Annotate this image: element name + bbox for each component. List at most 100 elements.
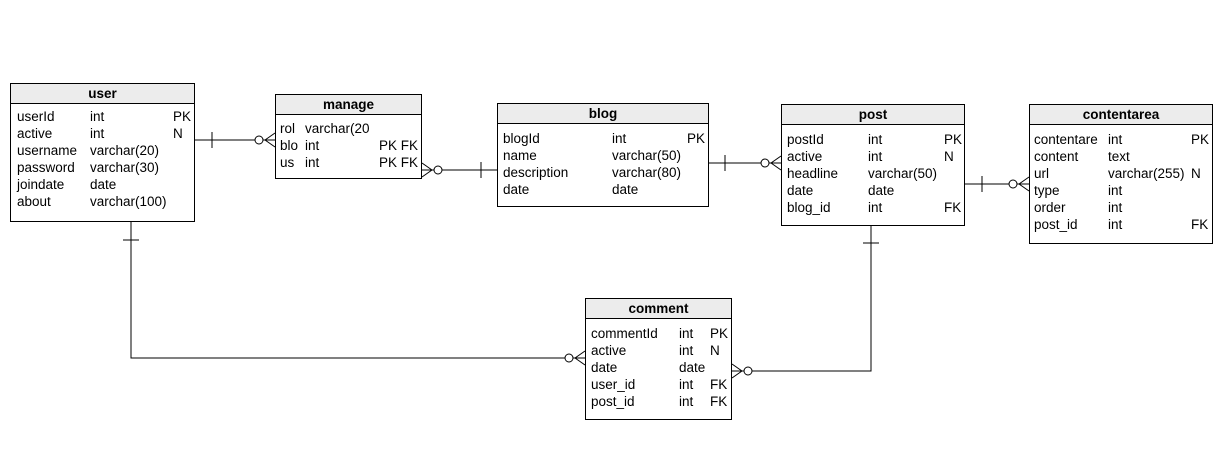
column-name: blo xyxy=(280,138,299,153)
column-type: int xyxy=(868,149,883,164)
table-row: name varchar(50) xyxy=(498,147,708,164)
column-name: description xyxy=(503,165,569,180)
column-name: url xyxy=(1034,166,1050,181)
rel-blog-post[interactable] xyxy=(709,155,782,171)
column-key: N xyxy=(173,126,183,141)
column-name: password xyxy=(17,160,75,175)
table-row: blog_id int FK xyxy=(782,199,964,216)
table-row: description varchar(80) xyxy=(498,164,708,181)
column-name: commentId xyxy=(591,326,658,341)
column-name: username xyxy=(17,143,78,158)
table-row: blogId int PK xyxy=(498,130,708,147)
column-type: varchar(50) xyxy=(868,166,938,181)
column-key: FK xyxy=(710,377,728,392)
entity-post[interactable]: post postId int PK active int N headline… xyxy=(781,104,965,226)
column-type: varchar(80) xyxy=(612,165,682,180)
column-key: FK xyxy=(944,200,962,215)
column-name: active xyxy=(591,343,627,358)
column-type: text xyxy=(1108,149,1130,164)
table-row: active int N xyxy=(11,125,194,142)
column-type: int xyxy=(679,343,694,358)
entity-manage[interactable]: manage rol varchar(20 blo int PK FK us i… xyxy=(275,94,422,179)
table-row: about varchar(100) xyxy=(11,193,194,210)
entity-title: post xyxy=(782,105,964,125)
rel-post-comment[interactable] xyxy=(731,226,879,379)
column-name: user_id xyxy=(591,377,636,392)
column-name: rol xyxy=(280,121,296,136)
column-type: int xyxy=(868,200,883,215)
rel-user-comment[interactable] xyxy=(123,222,586,366)
entity-title: user xyxy=(11,84,194,104)
table-row: username varchar(20) xyxy=(11,142,194,159)
table-row: type int xyxy=(1030,182,1212,199)
column-name: contentare xyxy=(1034,132,1098,147)
column-type: varchar(100) xyxy=(90,194,167,209)
column-type: date xyxy=(612,182,639,197)
column-type: varchar(20) xyxy=(90,143,160,158)
table-row: headline varchar(50) xyxy=(782,165,964,182)
column-name: content xyxy=(1034,149,1079,164)
column-type: int xyxy=(305,155,320,170)
column-type: date xyxy=(679,360,706,375)
column-type: varchar(50) xyxy=(612,148,682,163)
column-name: date xyxy=(503,182,530,197)
entity-user[interactable]: user userId int PK active int N username… xyxy=(10,83,195,222)
column-key: FK xyxy=(710,394,728,409)
column-type: int xyxy=(1108,200,1123,215)
column-key: PK xyxy=(173,109,192,124)
column-name: name xyxy=(503,148,537,163)
entity-blog[interactable]: blog blogId int PK name varchar(50) desc… xyxy=(497,103,709,207)
table-row: commentId int PK xyxy=(586,325,731,342)
entity-title: contentarea xyxy=(1030,105,1212,125)
column-type: int xyxy=(868,132,883,147)
table-row: blo int PK FK xyxy=(276,137,421,154)
column-key: N xyxy=(710,343,720,358)
column-name: blogId xyxy=(503,131,540,146)
column-name: about xyxy=(17,194,51,209)
table-row: order int xyxy=(1030,199,1212,216)
rel-post-contentarea[interactable] xyxy=(965,176,1030,192)
table-row: us int PK FK xyxy=(276,154,421,171)
entity-title: comment xyxy=(586,299,731,319)
column-type: varchar(30) xyxy=(90,160,160,175)
column-name: headline xyxy=(787,166,839,181)
column-name: userId xyxy=(17,109,55,124)
rel-user-manage[interactable] xyxy=(195,132,276,148)
table-row: date date xyxy=(782,182,964,199)
table-row: joindate date xyxy=(11,176,194,193)
column-name: post_id xyxy=(591,394,635,409)
table-row: active int N xyxy=(782,148,964,165)
column-name: order xyxy=(1034,200,1066,215)
column-key: PK FK xyxy=(379,138,419,153)
column-name: postId xyxy=(787,132,824,147)
table-row: postId int PK xyxy=(782,131,964,148)
column-type: int xyxy=(305,138,320,153)
column-name: active xyxy=(17,126,53,141)
table-row: date date xyxy=(586,359,731,376)
rel-manage-blog[interactable] xyxy=(421,162,497,178)
table-row: rol varchar(20 xyxy=(276,120,421,137)
table-row: user_id int FK xyxy=(586,376,731,393)
column-type: int xyxy=(90,109,105,124)
column-name: type xyxy=(1034,183,1060,198)
column-type: varchar(255) xyxy=(1108,166,1185,181)
column-name: us xyxy=(280,155,295,170)
table-row: post_id int FK xyxy=(586,393,731,410)
column-key: FK xyxy=(1191,217,1209,232)
column-key: N xyxy=(944,149,954,164)
column-key: PK xyxy=(1191,132,1210,147)
column-type: int xyxy=(1108,132,1123,147)
column-type: int xyxy=(612,131,627,146)
column-key: N xyxy=(1191,166,1201,181)
column-name: active xyxy=(787,149,823,164)
entity-contentarea[interactable]: contentarea contentare int PK content te… xyxy=(1029,104,1213,244)
column-type: int xyxy=(1108,217,1123,232)
column-name: date xyxy=(787,183,814,198)
column-type: date xyxy=(868,183,895,198)
column-name: date xyxy=(591,360,618,375)
table-row: post_id int FK xyxy=(1030,216,1212,233)
entity-title: blog xyxy=(498,104,708,124)
table-row: userId int PK xyxy=(11,108,194,125)
column-type: int xyxy=(679,326,694,341)
entity-comment[interactable]: comment commentId int PK active int N da… xyxy=(585,298,732,420)
